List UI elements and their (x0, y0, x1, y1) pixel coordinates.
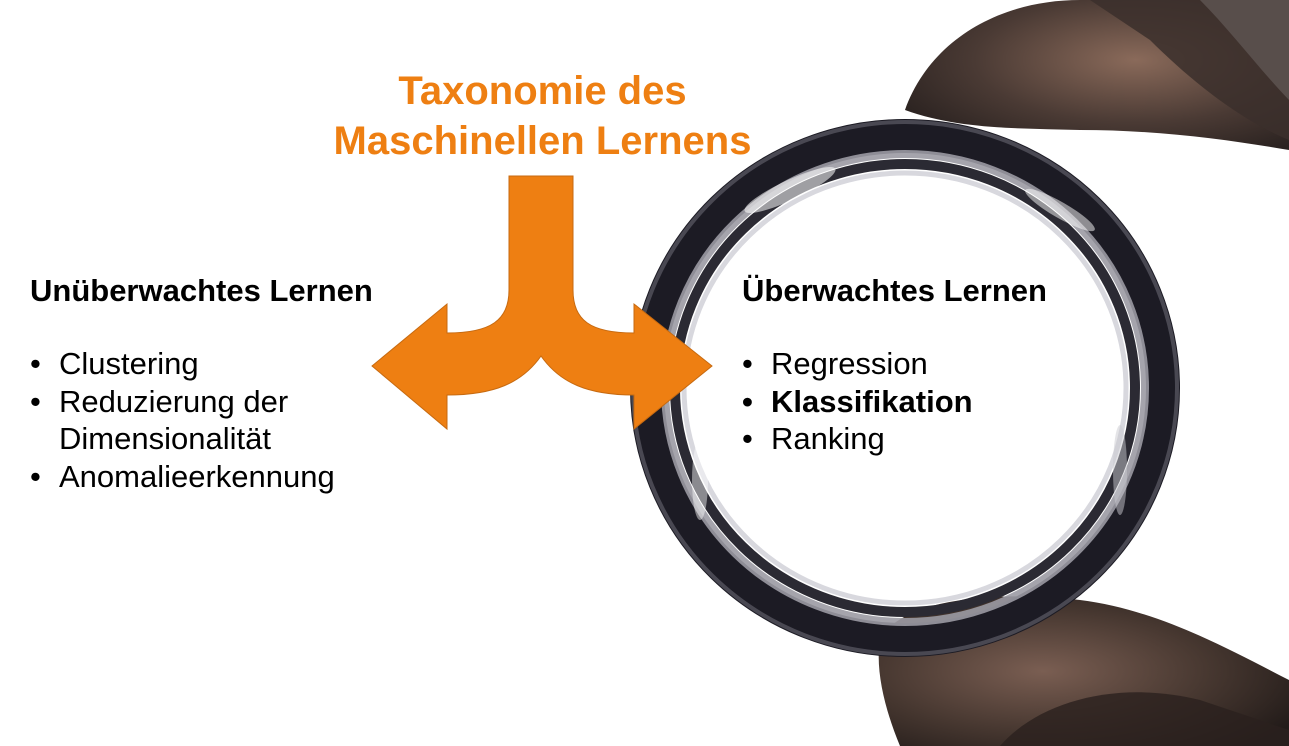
bullet-icon: • (742, 421, 753, 456)
list-item: •Regression (742, 346, 928, 381)
unsupervised-heading: Unüberwachtes Lernen (30, 273, 373, 308)
list-item: •Anomalieerkennung (30, 458, 335, 494)
bullet-icon: • (30, 346, 41, 381)
supervised-column: Überwachtes Lernen •Regression •Klassifi… (742, 271, 1122, 458)
bullet-icon: • (742, 346, 753, 381)
unsupervised-column: Unüberwachtes Lernen •Clustering •Reduzi… (30, 271, 450, 495)
bullet-icon: • (30, 383, 41, 419)
title-line-1: Taxonomie des (398, 69, 687, 113)
bullet-icon: • (742, 383, 753, 419)
bullet-icon: • (30, 458, 41, 494)
slide-title: Taxonomie des Maschinellen Lernens (290, 66, 795, 166)
list-item: •Clustering (30, 346, 199, 381)
supervised-list: •Regression •Klassifikation •Ranking (742, 345, 1122, 458)
title-line-2: Maschinellen Lernens (333, 119, 752, 163)
list-item: •Ranking (742, 421, 885, 456)
list-item-highlighted: •Klassifikation (742, 383, 973, 419)
supervised-heading: Überwachtes Lernen (742, 273, 1047, 308)
unsupervised-list: •Clustering •Reduzierung der Dimensional… (30, 345, 450, 495)
list-item: •Reduzierung der Dimensionalität (30, 383, 289, 457)
